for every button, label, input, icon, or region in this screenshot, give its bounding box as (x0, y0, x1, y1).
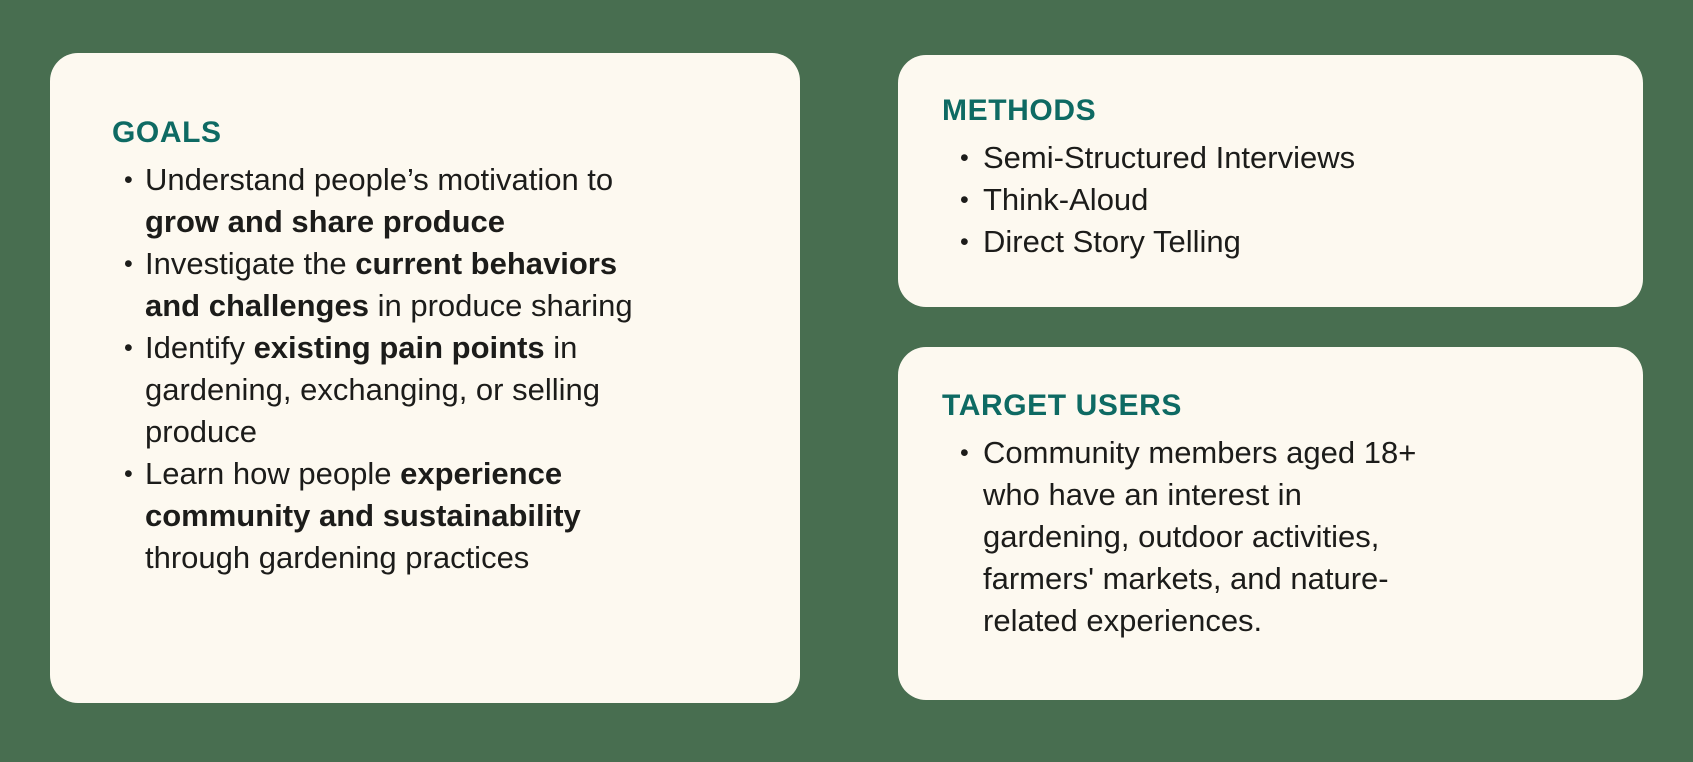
target-users-bullet-list: • Community members aged 18+ who have an… (942, 432, 1607, 642)
methods-card: METHODS • Semi-Structured Interviews • T… (898, 55, 1643, 307)
list-item-text: Investigate the current behaviors and ch… (145, 246, 633, 323)
list-item-text: Learn how people experience community an… (145, 456, 581, 575)
methods-bullet-list: • Semi-Structured Interviews • Think-Alo… (942, 137, 1607, 263)
list-item-text: Community members aged 18+ who have an i… (983, 435, 1417, 638)
list-item: • Semi-Structured Interviews (942, 137, 1607, 179)
goals-card: GOALS • Understand people’s motivation t… (50, 53, 800, 703)
list-item-text: Think-Aloud (983, 182, 1149, 217)
bullet-icon: • (960, 186, 969, 214)
list-item-text: Direct Story Telling (983, 224, 1241, 259)
list-item-text: Semi-Structured Interviews (983, 140, 1356, 175)
target-users-card: TARGET USERS • Community members aged 18… (898, 347, 1643, 700)
bullet-icon: • (124, 460, 133, 488)
list-item: • Think-Aloud (942, 179, 1607, 221)
list-item: • Investigate the current behaviors and … (112, 243, 762, 327)
list-item: • Identify existing pain points in garde… (112, 327, 762, 453)
bullet-icon: • (960, 228, 969, 256)
list-item-text: Understand people’s motivation to grow a… (145, 162, 614, 239)
bullet-icon: • (960, 144, 969, 172)
list-item: • Learn how people experience community … (112, 453, 762, 579)
list-item: • Community members aged 18+ who have an… (942, 432, 1607, 642)
goals-bullet-list: • Understand people’s motivation to grow… (112, 159, 762, 579)
target-users-card-title: TARGET USERS (942, 389, 1182, 422)
list-item: • Direct Story Telling (942, 221, 1607, 263)
goals-card-title: GOALS (112, 116, 222, 149)
list-item: • Understand people’s motivation to grow… (112, 159, 762, 243)
list-item-text: Identify existing pain points in gardeni… (145, 330, 600, 449)
methods-card-title: METHODS (942, 94, 1097, 127)
bullet-icon: • (124, 334, 133, 362)
bullet-icon: • (124, 250, 133, 278)
bullet-icon: • (124, 166, 133, 194)
bullet-icon: • (960, 439, 969, 467)
